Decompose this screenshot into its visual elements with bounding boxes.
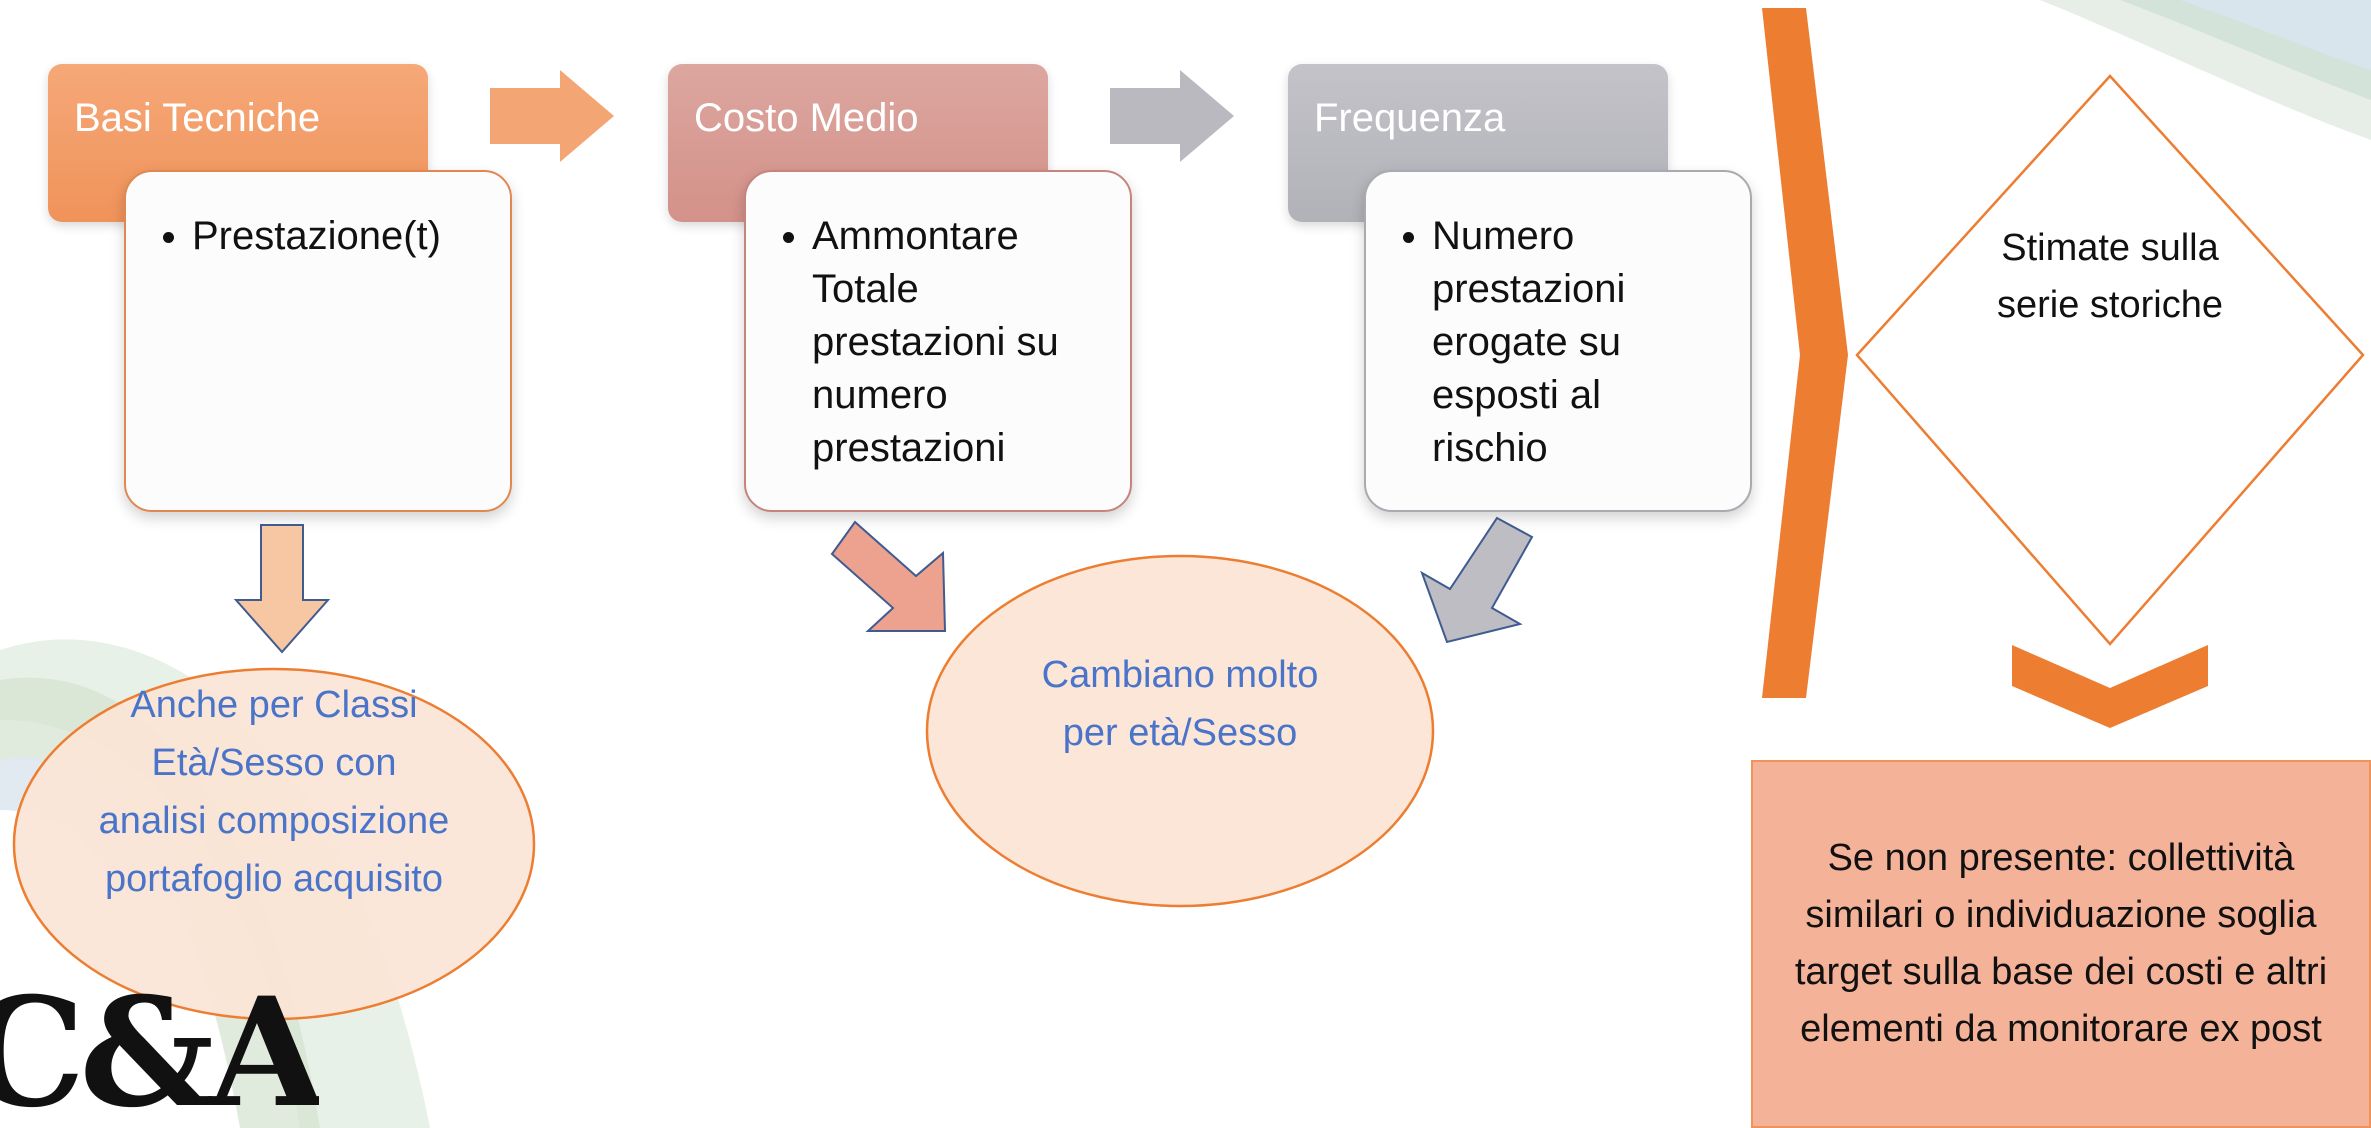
note-center-ellipse-text: Cambiano molto per età/Sesso bbox=[1041, 654, 1319, 754]
bullet-item: Ammontare Totale prestazioni su numero p… bbox=[812, 210, 1100, 475]
bullet-item: Numero prestazioni erogate su esposti al… bbox=[1432, 210, 1720, 475]
step-card-basi-tecniche: Prestazione(t) bbox=[124, 170, 512, 512]
note-left-ellipse: Anche per Classi Età/Sesso con analisi c… bbox=[94, 676, 454, 1016]
brand-logo: C&A bbox=[0, 968, 320, 1128]
step-header-frequenza: Frequenza bbox=[1288, 64, 1668, 222]
note-bottom-box-text: Se non presente: collettività similari o… bbox=[1794, 837, 2328, 1050]
note-left-ellipse-text: Anche per Classi Età/Sesso con analisi c… bbox=[98, 684, 450, 900]
note-center-ellipse: Cambiano molto per età/Sesso bbox=[1040, 646, 1320, 826]
note-diamond: Stimate sulla serie storiche bbox=[1997, 227, 2223, 326]
step-card-frequenza: Numero prestazioni erogate su esposti al… bbox=[1364, 170, 1752, 512]
bullet-item: Prestazione(t) bbox=[192, 210, 480, 263]
note-bottom-box: Se non presente: collettività similari o… bbox=[1751, 760, 2371, 1128]
step-card-costo-medio: Ammontare Totale prestazioni su numero p… bbox=[744, 170, 1132, 512]
